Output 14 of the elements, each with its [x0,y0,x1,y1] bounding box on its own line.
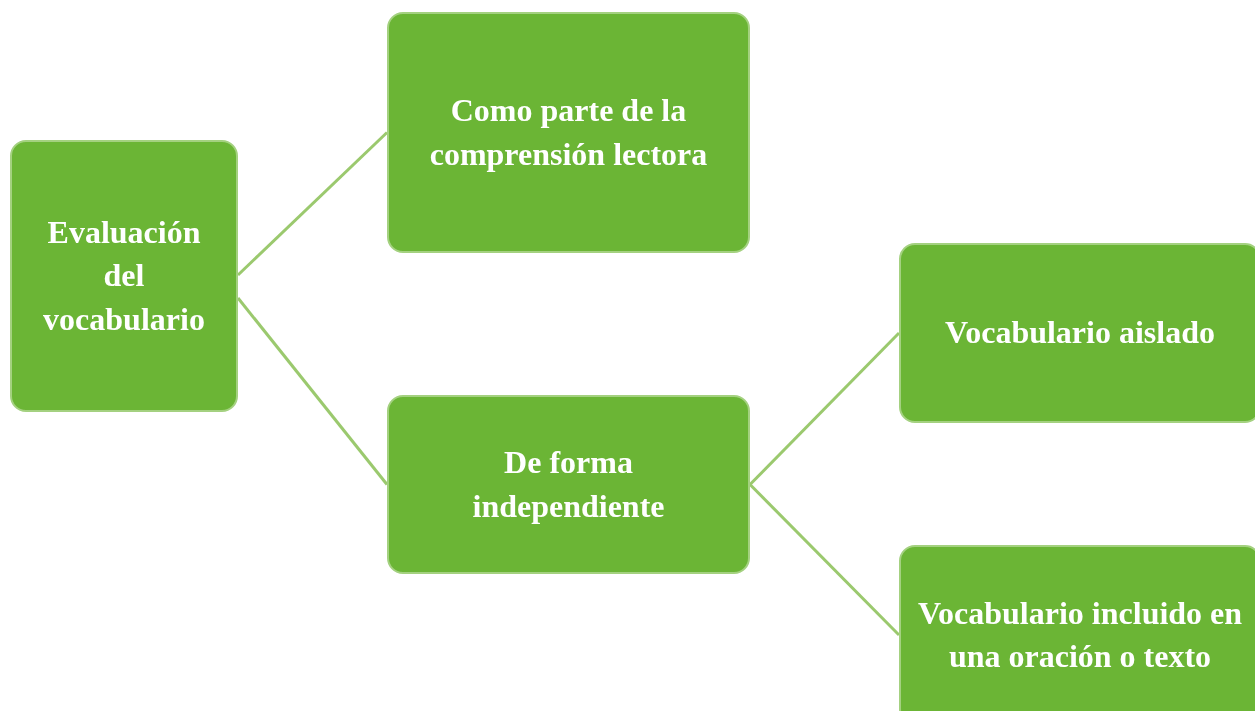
box-label: Vocabulario aislado [945,313,1215,353]
process-box [387,395,750,574]
connector-line [748,483,901,637]
process-box [899,243,1255,423]
box-label: De forma independiente [471,443,666,526]
process-box [10,140,238,412]
box-label: Como parte de la comprensión lectora [428,91,709,174]
connector-line [748,331,901,486]
box-label: Evaluación del vocabulario [42,213,206,339]
process-box [387,12,750,253]
process-box [899,545,1255,711]
box-label: Vocabulario incluido en una oración o texto [916,593,1244,676]
connector-line [236,297,389,486]
connector-line [236,131,389,277]
